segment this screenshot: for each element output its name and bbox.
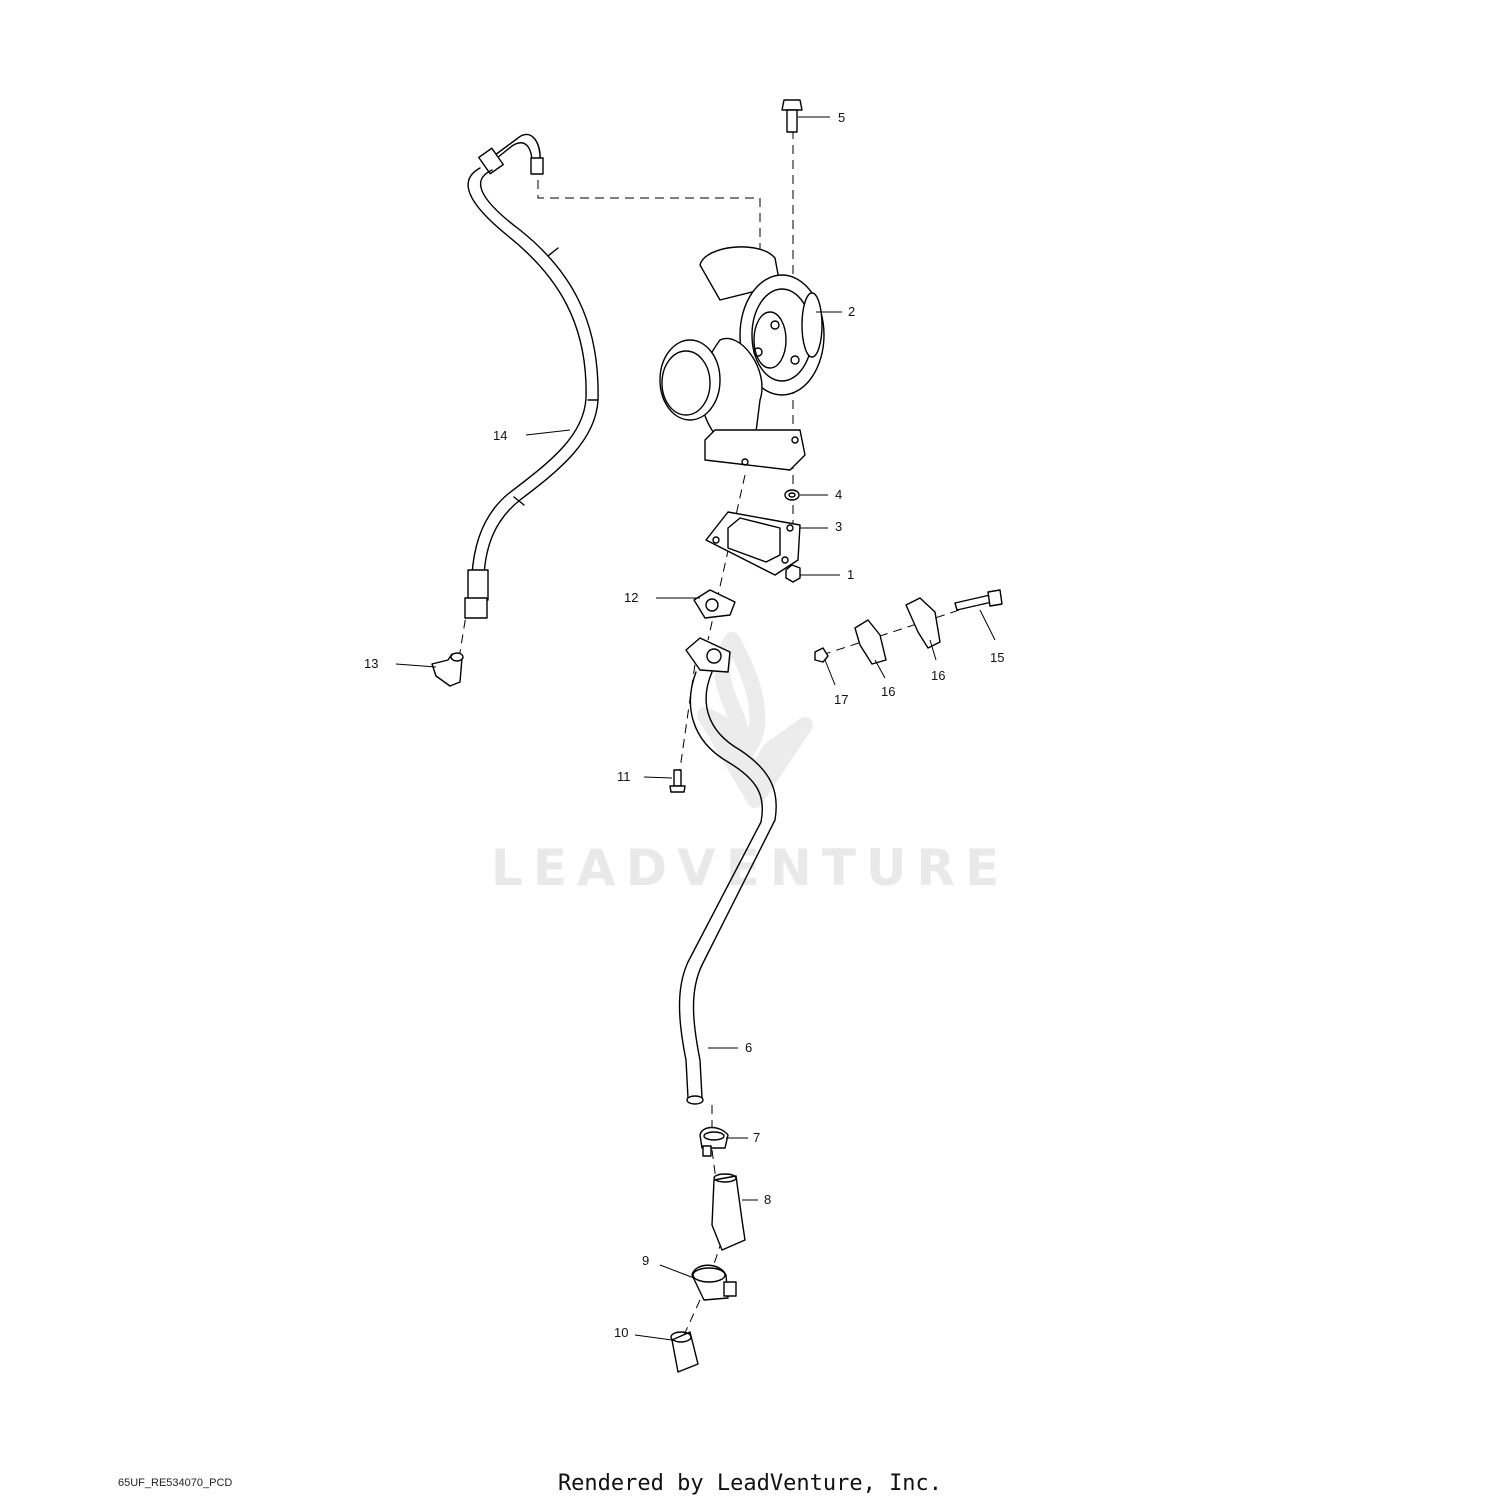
part-15-cap-screw [954,589,1003,611]
callout-2: 2 [848,304,855,319]
callout-8: 8 [764,1192,771,1207]
part-6-oil-drain-tube [678,637,777,1105]
callout-16-upper: 16 [931,668,945,683]
callout-12: 12 [624,590,638,605]
callout-14: 14 [493,428,507,443]
part-2-turbocharger [659,246,825,471]
part-8-hose [711,1173,746,1251]
part-10-fitting [670,1331,699,1373]
callout-9: 9 [642,1253,649,1268]
diagram-code: 65UF_RE534070_PCD [118,1477,232,1489]
callout-4: 4 [835,487,842,502]
part-5-bolt [781,99,803,133]
part-16-bracket-upper [905,597,941,649]
callout-5: 5 [838,110,845,125]
part-17-nut [814,647,829,663]
callout-16-lower: 16 [881,684,895,699]
part-4-washer [784,489,800,501]
callout-1: 1 [847,567,854,582]
part-13-elbow-fitting [431,652,464,687]
callout-11: 11 [617,769,631,784]
part-12-drain-gasket [693,589,736,619]
part-1-nut [785,564,801,583]
watermark-logo [697,632,813,808]
rendered-by-credit: Rendered by LeadVenture, Inc. [558,1471,942,1496]
part-14-oil-supply-line [464,133,599,619]
leader-lines [395,116,996,1341]
part-9-clamp [691,1264,737,1301]
part-3-gasket [705,511,801,576]
callout-13: 13 [364,656,378,671]
callout-15: 15 [990,650,1004,665]
part-16-bracket-lower [854,619,887,665]
watermark-text: LEADVENTURE [491,839,1009,897]
callout-7: 7 [753,1130,760,1145]
callout-17: 17 [834,692,848,707]
callout-6: 6 [745,1040,752,1055]
callout-3: 3 [835,519,842,534]
callout-10: 10 [614,1325,628,1340]
part-7-clamp [699,1126,729,1157]
part-11-cap-screw [669,769,686,793]
